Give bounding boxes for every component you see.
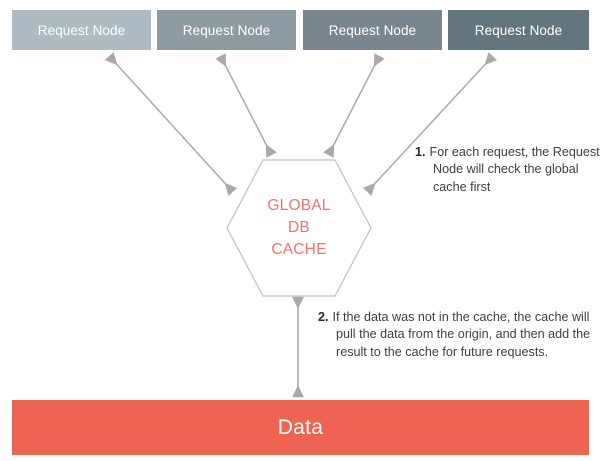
data-store-bar[interactable]: Data	[12, 400, 589, 455]
global-db-cache-node[interactable]: GLOBAL DB CACHE	[224, 157, 374, 299]
request-node-box-2[interactable]: Request Node	[157, 10, 296, 50]
arrow-node3-to-cache	[323, 53, 385, 158]
annotation-1-number: 1.	[415, 145, 426, 159]
request-node-label-3: Request Node	[328, 22, 417, 38]
request-node-box-1[interactable]: Request Node	[12, 10, 151, 50]
data-store-label: Data	[277, 415, 324, 439]
annotation-step-1: 1.For each request, the Request Node wil…	[415, 144, 601, 196]
cache-label-line-2: DB	[288, 219, 310, 236]
arrow-node2-to-cache	[215, 53, 277, 158]
annotation-1-text: For each request, the Request Node will …	[429, 145, 600, 194]
hexagon-shape-icon	[226, 159, 372, 297]
annotation-step-2: 2.If the data was not in the cache, the …	[318, 309, 601, 361]
arrow-node1-to-cache	[104, 52, 238, 196]
cache-label-line-3: CACHE	[271, 241, 327, 258]
request-node-label-2: Request Node	[182, 22, 271, 38]
request-node-box-4[interactable]: Request Node	[448, 10, 589, 50]
cache-label-line-1: GLOBAL	[267, 197, 331, 214]
request-node-label-4: Request Node	[474, 22, 563, 38]
cache-label: GLOBAL DB CACHE	[224, 157, 374, 299]
annotation-2-text: If the data was not in the cache, the ca…	[332, 310, 591, 359]
request-node-label-1: Request Node	[37, 22, 126, 38]
request-node-box-3[interactable]: Request Node	[303, 10, 442, 50]
annotation-2-number: 2.	[318, 310, 329, 324]
